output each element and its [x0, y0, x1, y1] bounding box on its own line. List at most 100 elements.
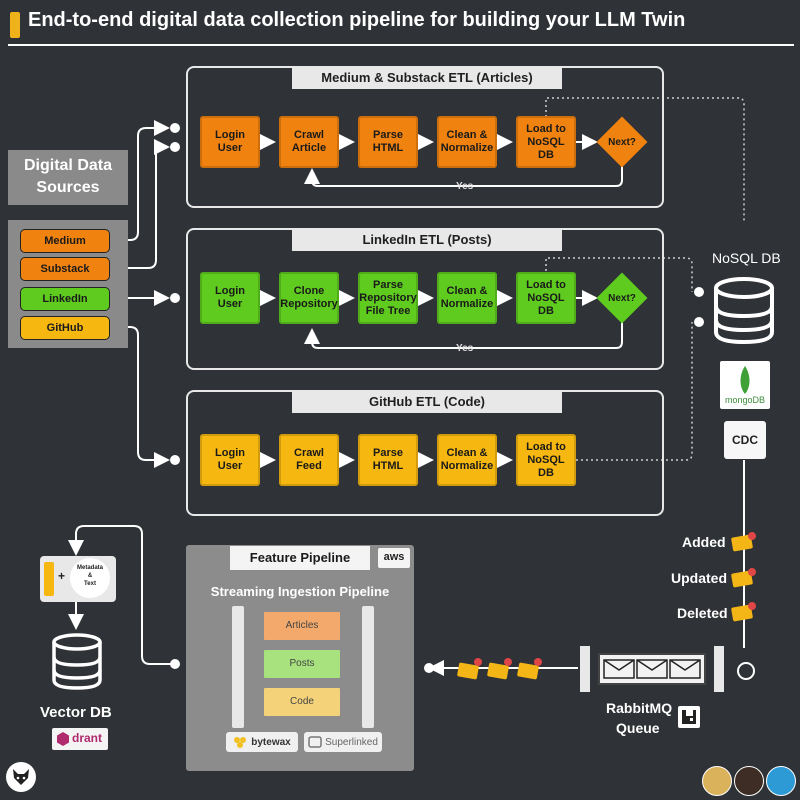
etl2-step-clean[interactable]: Clean & Normalize: [437, 272, 497, 324]
event-envelopes: [731, 532, 756, 622]
qdrant-icon: [57, 732, 69, 746]
envelope-icon-deleted: [731, 604, 753, 622]
bytewax-logo-icon: [234, 737, 247, 748]
mongodb-leaf-icon: [740, 366, 750, 394]
etl2-step-clone[interactable]: Clone Repository: [279, 272, 339, 324]
mongodb-logo-text: mongoDB: [724, 395, 766, 405]
embedding-label-line3: Text: [84, 581, 96, 587]
notification-dot-1: [474, 658, 482, 666]
pipeline-entry-node: [424, 663, 434, 673]
nosql-node-1: [694, 287, 704, 297]
superlinked-logo-icon: [308, 736, 322, 748]
sources-heading: Digital Data Sources: [8, 150, 128, 205]
pipeline-exit-node: [170, 659, 180, 669]
etl-posts-title: LinkedIn ETL (Posts): [292, 229, 562, 251]
etl1-yes-label: Yes: [456, 181, 474, 192]
queue-right-bar: [714, 646, 724, 692]
etl1-step-load[interactable]: Load to NoSQL DB: [516, 116, 576, 168]
etl2-step-load[interactable]: Load to NoSQL DB: [516, 272, 576, 324]
etl3-step-clean[interactable]: Clean & Normalize: [437, 434, 497, 486]
superlinked-label: Superlinked: [325, 736, 378, 748]
queue-message-icon-1: [603, 659, 635, 679]
fox-logo-icon: [13, 769, 29, 785]
etl2-yes-label: Yes: [456, 343, 474, 354]
title-underline: [8, 44, 794, 46]
envelope-icon-2: [487, 662, 509, 680]
etl1-step-crawl[interactable]: Crawl Article: [279, 116, 339, 168]
author-avatar-3: [766, 766, 796, 796]
etl1-step-clean[interactable]: Clean & Normalize: [437, 116, 497, 168]
page-title: End-to-end digital data collection pipel…: [28, 9, 686, 31]
etl1-entry-node-1: [170, 123, 180, 133]
etl-code-title: GitHub ETL (Code): [292, 391, 562, 413]
nosql-database-icon: [714, 277, 774, 345]
envelope-icon-updated: [731, 570, 753, 588]
etl2-entry-node: [170, 293, 180, 303]
embedding-label: Metadata & Text: [70, 564, 110, 588]
etl2-step-parse[interactable]: Parse Repository File Tree: [358, 272, 418, 324]
pipeline-item-articles[interactable]: Articles: [264, 612, 340, 640]
embedding-text-circle: [70, 558, 110, 598]
queue-message-icon-3: [669, 659, 701, 679]
queue-message-icon-2: [636, 659, 668, 679]
etl2-decision-label: Next?: [608, 293, 636, 304]
queue-label-line2: Queue: [616, 720, 660, 736]
rabbitmq-icon: [682, 710, 696, 724]
superlinked-badge: Superlinked: [304, 732, 382, 752]
notification-dot-deleted: [748, 602, 756, 610]
feature-pipeline-title: Feature Pipeline: [230, 546, 370, 570]
embedding-card: + Metadata & Text: [40, 556, 116, 602]
event-added-label: Added: [682, 534, 726, 550]
envelope-icon-added: [731, 534, 753, 552]
title-bar: End-to-end digital data collection pipel…: [0, 0, 800, 48]
source-github[interactable]: GitHub: [20, 316, 110, 340]
queue-to-pipeline-envelopes: [457, 658, 542, 680]
pipeline-item-posts[interactable]: Posts: [264, 650, 340, 678]
source-medium[interactable]: Medium: [20, 229, 110, 253]
event-updated-label: Updated: [671, 570, 727, 586]
pipeline-item-code[interactable]: Code: [264, 688, 340, 716]
etl1-decision-label: Next?: [608, 137, 636, 148]
queue-label-line1: RabbitMQ: [606, 700, 673, 716]
author-avatar-2: [734, 766, 764, 796]
source-linkedin[interactable]: LinkedIn: [20, 287, 110, 311]
envelope-icon-1: [457, 662, 479, 680]
notification-dot-3: [534, 658, 542, 666]
etl3-step-parse[interactable]: Parse HTML: [358, 434, 418, 486]
bytewax-label: bytewax: [251, 736, 291, 748]
source-substack[interactable]: Substack: [20, 257, 110, 281]
streaming-pipeline-subtitle: Streaming Ingestion Pipeline: [210, 584, 390, 599]
author-avatar-1: [702, 766, 732, 796]
notification-dot-added: [748, 532, 756, 540]
vector-database-icon: [52, 633, 102, 690]
title-accent: [10, 12, 20, 38]
embedding-plus: +: [58, 569, 66, 583]
notification-dot-updated: [748, 568, 756, 576]
nosql-label: NoSQL DB: [712, 250, 781, 266]
etl3-step-load[interactable]: Load to NoSQL DB: [516, 434, 576, 486]
cdc-queue-node: [737, 662, 755, 680]
event-deleted-label: Deleted: [677, 605, 728, 621]
qdrant-logo-text: drant: [72, 731, 102, 745]
embedding-vector-bar: [44, 562, 54, 596]
pipeline-left-bar: [232, 606, 244, 728]
etl3-entry-node: [170, 455, 180, 465]
cdc-box[interactable]: CDC: [724, 421, 766, 459]
etl2-step-login[interactable]: Login User: [200, 272, 260, 324]
pipeline-right-bar: [362, 606, 374, 728]
etl1-step-login[interactable]: Login User: [200, 116, 260, 168]
etl3-step-login[interactable]: Login User: [200, 434, 260, 486]
queue-container: [598, 653, 706, 685]
queue-message-icons: [603, 659, 701, 679]
etl1-step-parse[interactable]: Parse HTML: [358, 116, 418, 168]
etl3-step-crawl[interactable]: Crawl Feed: [279, 434, 339, 486]
embedding-label-line1: Metadata: [76, 565, 103, 571]
aws-badge: aws: [378, 548, 410, 568]
etl-articles-title: Medium & Substack ETL (Articles): [292, 67, 562, 89]
etl1-entry-node-2: [170, 142, 180, 152]
envelope-icon-3: [517, 662, 539, 680]
notification-dot-2: [504, 658, 512, 666]
rabbitmq-logo: [678, 706, 700, 728]
bytewax-badge: bytewax: [226, 732, 298, 752]
